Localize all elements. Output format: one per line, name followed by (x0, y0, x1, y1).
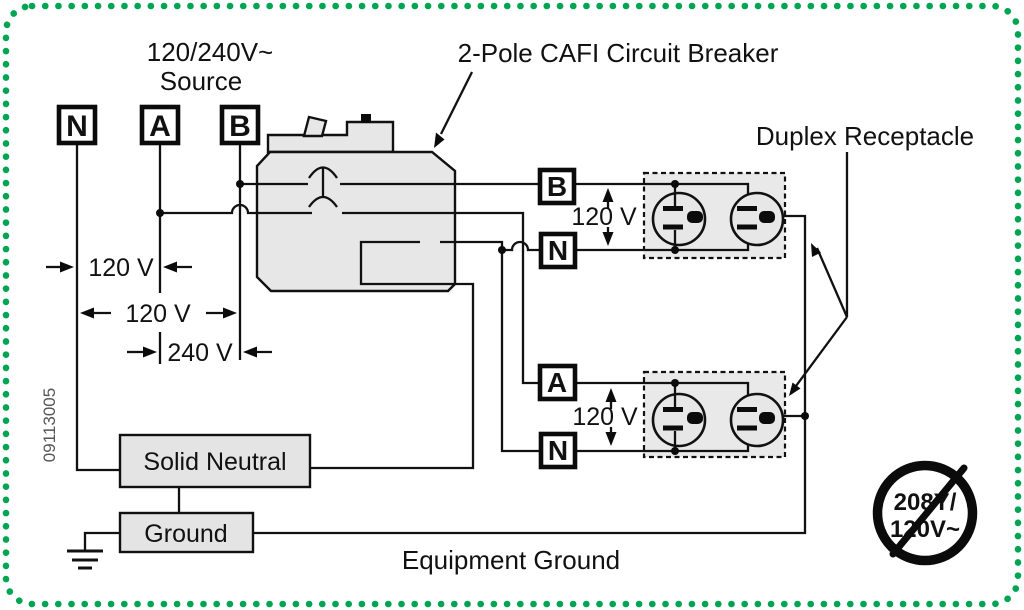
terminal-n-label: N (66, 110, 88, 143)
outlet-face (729, 191, 785, 247)
breaker-contact-arc-bottom (308, 195, 338, 208)
outlet-ground-hole (687, 211, 703, 223)
lower-hot-label: A (547, 367, 567, 398)
breaker-top-platform (266, 120, 395, 154)
part-number: 09113005 (40, 388, 59, 462)
terminal-box-n (56, 104, 98, 146)
wire-solid-neutral-return (310, 282, 475, 470)
dimension-a-b: 240 V (127, 339, 272, 367)
receptacle-label: Duplex Receptacle (756, 121, 974, 151)
upper-hot-box (537, 167, 577, 206)
solid-neutral-label: Solid Neutral (143, 448, 286, 476)
outlet-ground-hole (687, 412, 703, 424)
breaker-symbol (255, 114, 457, 293)
upper-neutral-box (538, 231, 578, 270)
breaker-top-nub (361, 114, 371, 123)
lower-hot-box (537, 363, 578, 402)
outlet-slot (737, 206, 757, 211)
ground-box (118, 511, 255, 554)
wire-source-n (75, 143, 120, 472)
dimension-n-a-label: 120 V (88, 254, 154, 282)
outlet-slot (737, 425, 757, 431)
source-terminals: N A B (56, 104, 261, 146)
upper-neutral-label: N (548, 235, 568, 266)
dimension-n-b-label: 120 V (125, 300, 191, 328)
outlet-slot (663, 425, 683, 431)
equipment-ground-label: Equipment Ground (402, 545, 620, 575)
source-title-line1: 120/240V~ (147, 37, 274, 67)
prohibition-slash (889, 464, 968, 558)
not-allowed-208y-120v-badge: 208Y/ 120V~ (872, 460, 978, 566)
solid-neutral-box (118, 433, 312, 489)
ground-label: Ground (144, 520, 227, 548)
breaker-label: 2-Pole CAFI Circuit Breaker (458, 38, 779, 68)
dimension-a-b-label: 240 V (167, 339, 233, 367)
upper-hot-label: B (547, 171, 567, 202)
outlet-slot (663, 206, 683, 211)
terminal-b-label: B (229, 110, 251, 143)
lower-branch-voltage: 120 V (572, 388, 638, 446)
duplex-receptacle-upper (651, 184, 785, 250)
terminal-a-label: A (149, 110, 171, 143)
outlet-ground-hole (759, 211, 775, 223)
source-title-line2: Source (160, 66, 242, 96)
outlet-ground-hole (759, 412, 775, 424)
dimension-n-b: 120 V (80, 300, 237, 328)
breaker-handle (302, 115, 328, 138)
lower-branch-voltage-label: 120 V (572, 403, 638, 431)
branch-terminals: B N A N (537, 167, 578, 470)
outlet-slot (737, 407, 757, 412)
breaker-body (255, 150, 457, 293)
earth-ground-icon (67, 549, 103, 570)
prohibition-ring (872, 460, 978, 566)
outlet-face (729, 392, 785, 448)
lower-neutral-box (538, 431, 578, 470)
dimension-n-a: 120 V (46, 254, 192, 282)
lower-neutral-label: N (548, 435, 568, 466)
terminal-box-a (139, 104, 181, 146)
junction-dots (156, 180, 809, 455)
terminal-box-b (219, 104, 261, 146)
wire-ground-lead (83, 531, 120, 551)
outlet-slot (663, 224, 683, 230)
outlet-slot (737, 224, 757, 230)
outlet-slot (663, 407, 683, 412)
wire-neutral-branch (502, 231, 750, 252)
breaker-notch (359, 240, 455, 286)
upper-branch-voltage: 120 V (571, 188, 637, 246)
upper-branch-voltage-label: 120 V (571, 203, 637, 231)
breaker-pointer-arrow (434, 71, 474, 148)
receptacle-pointer-arrows (789, 152, 849, 396)
